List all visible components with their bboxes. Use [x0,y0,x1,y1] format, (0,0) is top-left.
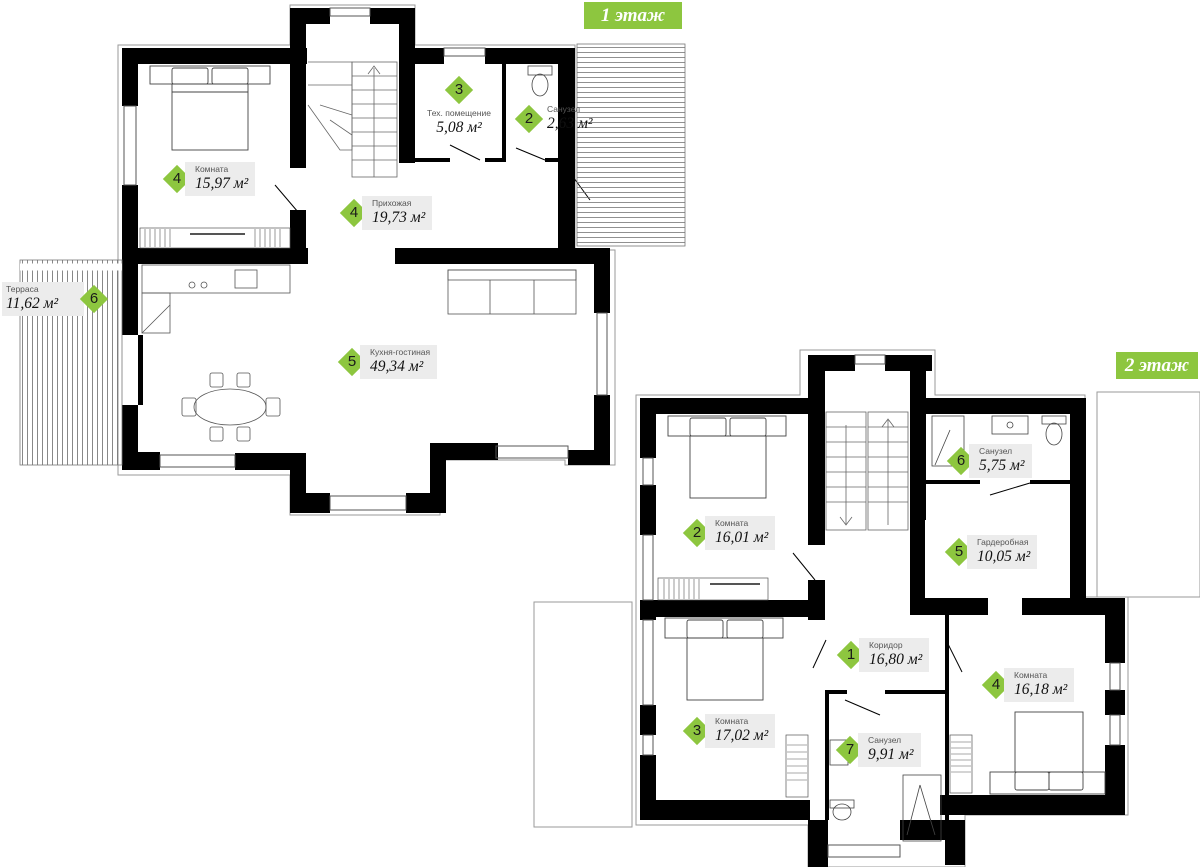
room-area: 5,75 м² [979,457,1025,474]
room-area: 16,80 м² [869,651,923,668]
room-name: Комната [195,164,229,174]
room-name: Санузел [547,104,581,114]
room-name: Коридор [869,640,903,650]
room-area: 16,18 м² [1014,681,1068,698]
room-area: 17,02 м² [715,727,769,744]
room-name: Кухня-гостиная [370,347,431,357]
room-tag-terrace: Терраса 11,62 м² 6 [2,282,108,316]
room-area: 19,73 м² [372,209,426,226]
room-name: Гардеробная [977,537,1029,547]
room-name: Комната [1014,670,1048,680]
room-name: Санузел [979,446,1013,456]
floor-2-plan [533,349,1200,867]
room-area: 10,05 м² [977,548,1031,565]
room-tag-tech: 3 Тех. помещение 5,08 м² [418,76,500,137]
room-name: Прихожая [372,198,412,208]
room-area: 9,91 м² [868,746,914,763]
room-name: Комната [715,518,749,528]
room-name: Санузел [868,735,902,745]
room-name: Терраса [6,284,39,294]
floor-2-label: 2 этаж [1116,352,1198,379]
room-area: 2,63 м² [547,115,593,132]
room-area: 16,01 м² [715,529,769,546]
room-area: 15,97 м² [195,175,249,192]
room-area: 49,34 м² [370,358,424,375]
room-area: 11,62 м² [6,295,59,312]
room-name: Тех. помещение [427,108,491,118]
room-area: 5,08 м² [436,119,482,136]
room-name: Комната [715,716,749,726]
floor-1-label: 1 этаж [584,2,682,29]
floor-1-plan [19,4,686,516]
